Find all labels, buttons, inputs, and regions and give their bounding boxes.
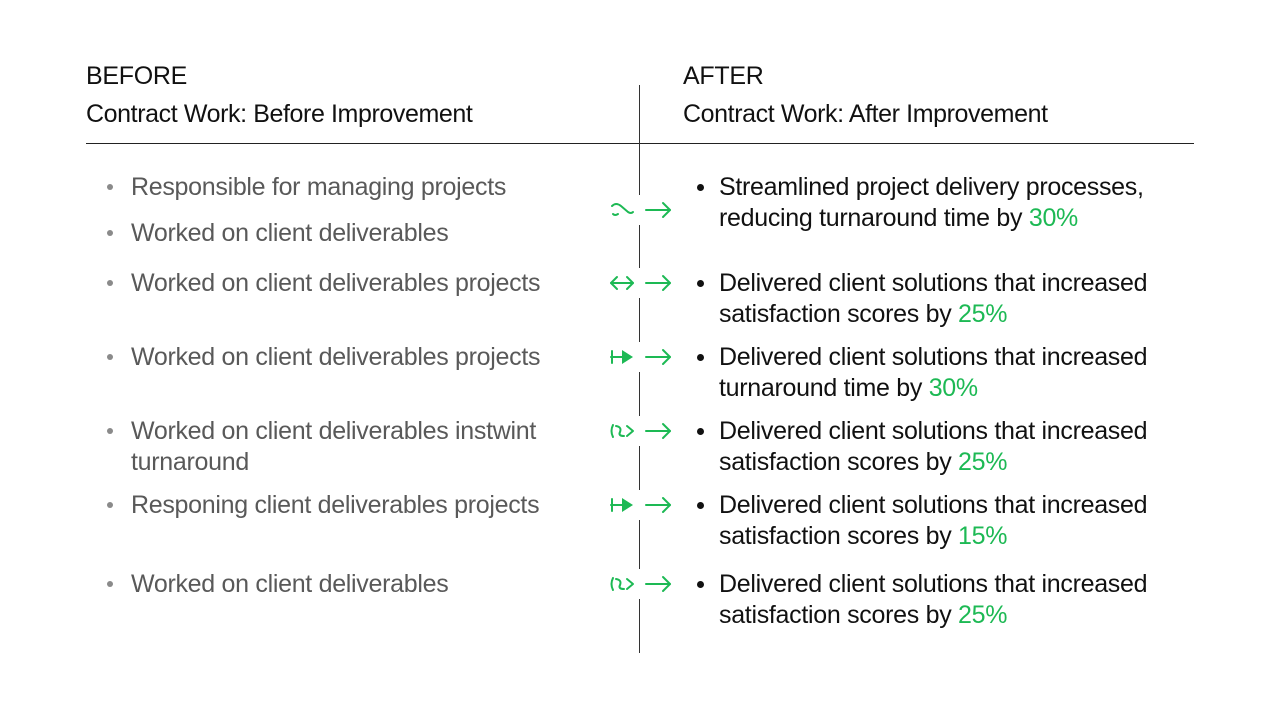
before-item: Worked on client deliverables projects <box>107 342 577 373</box>
after-list: Delivered client solutions that increase… <box>697 268 1197 330</box>
transition-arrow-icon <box>604 569 676 599</box>
after-item: Delivered client solutions that increase… <box>697 490 1197 552</box>
after-tag: AFTER <box>683 62 764 90</box>
transition-arrow-icon <box>604 268 676 298</box>
bullet-icon <box>697 502 704 509</box>
bullet-icon <box>107 280 113 286</box>
after-list: Delivered client solutions that increase… <box>697 490 1197 552</box>
before-item-text: Worked on client deliverables <box>131 570 449 598</box>
bullet-icon <box>697 428 704 435</box>
after-item: Streamlined project delivery processes, … <box>697 172 1197 234</box>
after-list: Delivered client solutions that increase… <box>697 416 1197 478</box>
before-item-text: Responsible for managing projects <box>131 173 507 201</box>
before-list: Responing client deliverables projects <box>107 490 577 521</box>
before-item-text: Worked on client deliverables projects <box>131 343 541 371</box>
improvement-percent: 30% <box>928 374 978 402</box>
before-list: Worked on client deliverables instwint t… <box>107 416 577 478</box>
after-item: Delivered client solutions that increase… <box>697 342 1197 404</box>
after-item: Delivered client solutions that increase… <box>697 416 1197 478</box>
bullet-icon <box>697 280 704 287</box>
after-list: Delivered client solutions that increase… <box>697 342 1197 404</box>
header-divider <box>86 143 1194 144</box>
before-item: Responsible for managing projects <box>107 172 577 203</box>
improvement-percent: 15% <box>958 522 1008 550</box>
bullet-icon <box>107 428 113 434</box>
bullet-icon <box>107 230 113 236</box>
before-item-text: Responing client deliverables projects <box>131 491 540 519</box>
after-item-text: Delivered client solutions that increase… <box>719 570 1148 629</box>
bullet-icon <box>697 581 704 588</box>
after-title: Contract Work: After Improvement <box>683 100 1048 128</box>
before-list: Worked on client deliverables projects <box>107 342 577 373</box>
after-list: Delivered client solutions that increase… <box>697 569 1197 631</box>
transition-arrow-icon <box>604 342 676 372</box>
before-title: Contract Work: Before Improvement <box>86 100 473 128</box>
before-tag: BEFORE <box>86 62 187 90</box>
before-item: Worked on client deliverables <box>107 569 577 600</box>
after-item: Delivered client solutions that increase… <box>697 268 1197 330</box>
improvement-percent: 25% <box>958 601 1008 629</box>
improvement-percent: 30% <box>1028 204 1078 232</box>
before-item-text: Worked on client deliverables <box>131 219 449 247</box>
after-list: Streamlined project delivery processes, … <box>697 172 1197 234</box>
before-header: BEFORE Contract Work: Before Improvement <box>86 58 473 134</box>
before-item-text: Worked on client deliverables instwint t… <box>131 417 537 476</box>
before-list: Worked on client deliverables projects <box>107 268 577 299</box>
before-list: Worked on client deliverables <box>107 569 577 600</box>
before-item: Worked on client deliverables instwint t… <box>107 416 577 478</box>
before-item: Worked on client deliverables <box>107 218 577 249</box>
bullet-icon <box>107 184 113 190</box>
improvement-percent: 25% <box>958 448 1008 476</box>
transition-arrow-icon <box>604 490 676 520</box>
after-item-text: Delivered client solutions that increase… <box>719 417 1148 476</box>
improvement-percent: 25% <box>958 300 1008 328</box>
after-header: AFTER Contract Work: After Improvement <box>683 58 1048 134</box>
bullet-icon <box>107 354 113 360</box>
bullet-icon <box>107 502 113 508</box>
before-item-text: Worked on client deliverables projects <box>131 269 541 297</box>
after-item-text: Delivered client solutions that increase… <box>719 491 1148 550</box>
transition-arrow-icon <box>604 195 676 225</box>
transition-arrow-icon <box>604 416 676 446</box>
bullet-icon <box>107 581 113 587</box>
before-item: Responing client deliverables projects <box>107 490 577 521</box>
after-item-text: Delivered client solutions that increase… <box>719 343 1148 402</box>
after-item-text: Delivered client solutions that increase… <box>719 269 1148 328</box>
before-item: Worked on client deliverables projects <box>107 268 577 299</box>
after-item: Delivered client solutions that increase… <box>697 569 1197 631</box>
after-item-text: Streamlined project delivery processes, … <box>719 173 1144 232</box>
bullet-icon <box>697 354 704 361</box>
bullet-icon <box>697 184 704 191</box>
